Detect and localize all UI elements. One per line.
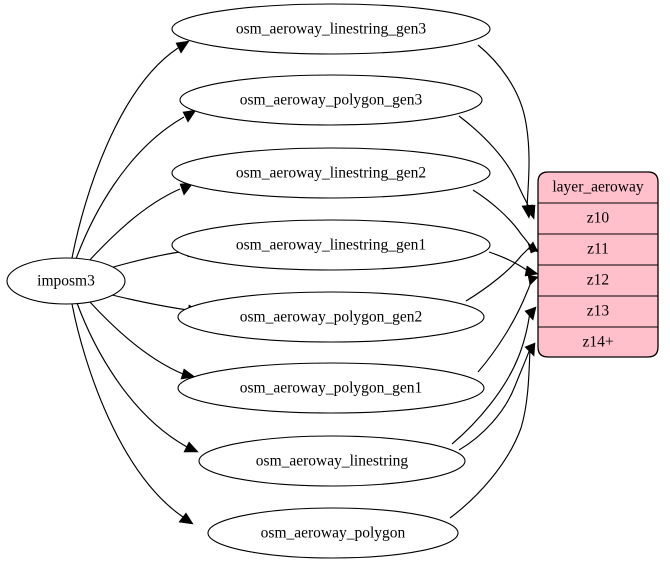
layer_aeroway-row-z12[interactable]: z12 [587,272,609,289]
edge-osm_aeroway_linestring_gen1-to-z12 [488,251,539,277]
node-osm_aeroway_linestring-label: osm_aeroway_linestring [256,453,409,470]
edge-imposm3-to-osm_aeroway_polygon_gen3 [75,109,197,260]
edge-imposm3-to-osm_aeroway_polygon_gen1 [88,300,196,380]
edge-osm_aeroway_linestring_gen3-to-z10 [477,44,534,219]
edge-osm_aeroway_polygon_gen2-to-z11 [465,242,539,302]
node-layer_aeroway[interactable]: layer_aeroway z10 z11 z12 z13 z14+ [537,171,659,358]
node-imposm3-shape[interactable] [6,257,126,305]
node-osm_aeroway_polygon[interactable]: osm_aeroway_polygon [207,507,459,559]
arrow-head-icon [527,274,539,286]
node-osm_aeroway_polygon_gen3-shape[interactable] [179,74,483,126]
arrow-head-icon [524,204,536,220]
arrow-head-icon [178,512,194,525]
arrow-head-icon [527,242,539,254]
edge-group-tables-to-layer [449,44,539,519]
node-osm_aeroway_linestring_gen2[interactable]: osm_aeroway_linestring_gen2 [171,147,491,199]
layer_aeroway-row-z14-plus[interactable]: z14+ [582,334,613,351]
layer_aeroway-row-z10[interactable]: z10 [587,210,610,227]
edge-osm_aeroway_linestring-to-z14-secondary [458,345,532,451]
arrow-head-icon [524,306,537,321]
edge-osm_aeroway_polygon_gen1-to-z12 [477,274,539,373]
node-osm_aeroway_linestring_gen1[interactable]: osm_aeroway_linestring_gen1 [171,219,491,271]
layer_aeroway-row-z13[interactable]: z13 [587,303,610,320]
node-osm_aeroway_linestring_gen1-shape[interactable] [171,219,491,271]
layer_aeroway-row-z11[interactable]: z11 [587,241,609,258]
node-osm_aeroway_polygon_gen2-label: osm_aeroway_polygon_gen2 [240,309,423,326]
node-osm_aeroway_linestring_gen3[interactable]: osm_aeroway_linestring_gen3 [171,3,491,55]
layer_aeroway-outline [537,171,659,358]
edge-imposm3-to-osm_aeroway_linestring_gen3 [71,40,190,259]
node-osm_aeroway_linestring_gen1-label: osm_aeroway_linestring_gen1 [236,237,426,254]
node-osm_aeroway_linestring_gen2-label: osm_aeroway_linestring_gen2 [236,165,426,182]
node-imposm3[interactable]: imposm3 [6,257,126,305]
node-imposm3-label: imposm3 [37,273,95,290]
arrow-head-icon [524,265,539,277]
node-osm_aeroway_polygon_gen1-label: osm_aeroway_polygon_gen1 [240,380,423,397]
edge-imposm3-to-osm_aeroway_polygon [71,303,194,525]
node-osm_aeroway_polygon-shape[interactable] [207,507,459,559]
node-osm_aeroway_polygon_gen1[interactable]: osm_aeroway_polygon_gen1 [177,362,485,414]
arrow-head-icon [175,40,190,54]
arrow-head-icon [183,441,199,453]
node-osm_aeroway_polygon_gen2[interactable]: osm_aeroway_polygon_gen2 [177,291,485,343]
node-osm_aeroway_linestring[interactable]: osm_aeroway_linestring [198,435,466,487]
arrow-head-icon [180,368,196,380]
node-osm_aeroway_linestring_gen3-label: osm_aeroway_linestring_gen3 [236,21,427,38]
node-osm_aeroway_linestring-shape[interactable] [198,435,466,487]
node-osm_aeroway_polygon-label: osm_aeroway_polygon [261,525,406,542]
node-osm_aeroway_linestring_gen2-shape[interactable] [171,147,491,199]
node-osm_aeroway_polygon_gen3-label: osm_aeroway_polygon_gen3 [240,92,423,109]
edge-osm_aeroway_polygon_gen3-to-z10 [458,115,536,220]
node-osm_aeroway_polygon_gen2-shape[interactable] [177,291,485,343]
node-osm_aeroway_polygon_gen3[interactable]: osm_aeroway_polygon_gen3 [179,74,483,126]
edge-osm_aeroway_linestring-to-z13 [451,306,537,445]
edge-imposm3-to-osm_aeroway_linestring [76,302,199,453]
node-osm_aeroway_polygon_gen1-shape[interactable] [177,362,485,414]
layer_aeroway-header-label: layer_aeroway [552,179,643,196]
arrow-head-icon [182,109,197,123]
node-osm_aeroway_linestring_gen3-shape[interactable] [171,3,491,55]
